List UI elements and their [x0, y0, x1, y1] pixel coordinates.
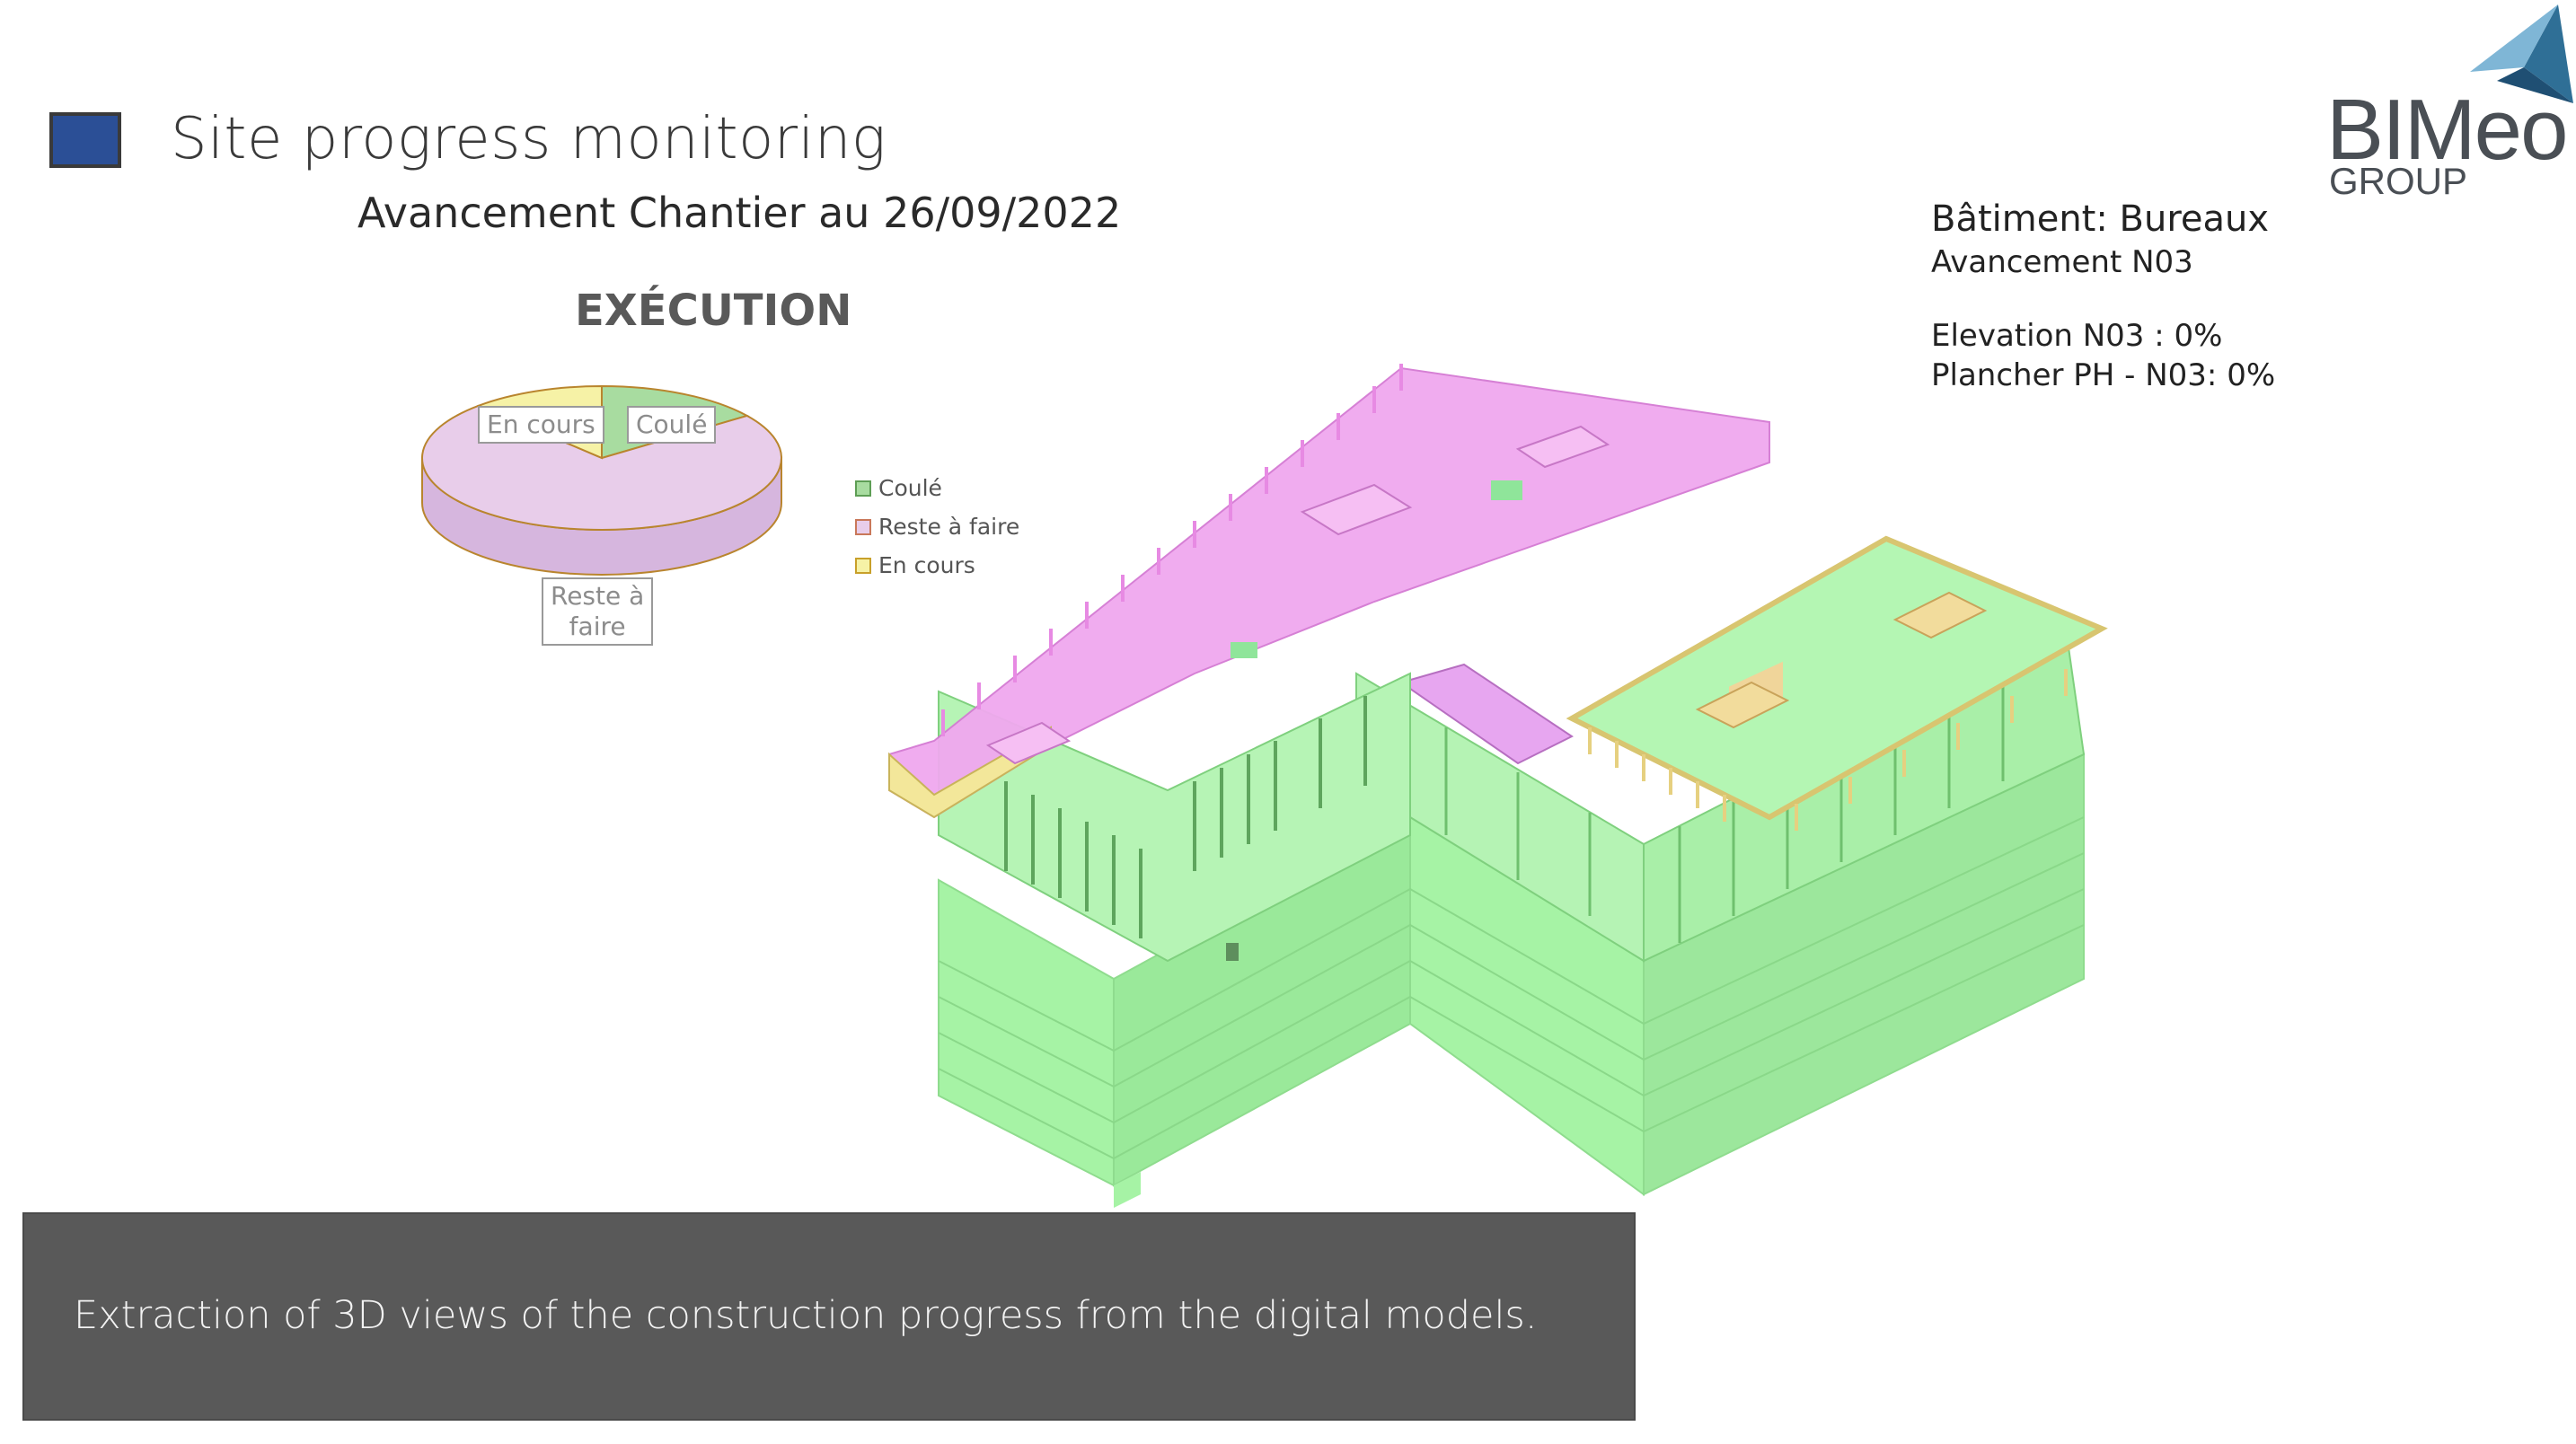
- logo-name: BIMeo: [2326, 82, 2568, 178]
- building-name: Bâtiment: Bureaux: [1931, 198, 2270, 240]
- building-info: Bâtiment: Bureaux Avancement N03 Elevati…: [1931, 196, 2275, 395]
- legend-item-reste-a-faire: Reste à faire: [855, 507, 1019, 546]
- page-subtitle: Avancement Chantier au 26/09/2022: [357, 189, 1122, 237]
- legend-label-coule: Coulé: [878, 475, 942, 501]
- caption-text: Extraction of 3D views of the constructi…: [74, 1293, 1538, 1338]
- building-3d-model: [888, 364, 2108, 1208]
- legend-label-reste-a-faire: Reste à faire: [878, 514, 1020, 540]
- pie-data-label-en-cours: En cours: [478, 406, 604, 444]
- slab-progress: Plancher PH - N03: 0%: [1931, 357, 2276, 393]
- legend-swatch-coule: [855, 480, 871, 497]
- caption-box: Extraction of 3D views of the constructi…: [22, 1212, 1636, 1421]
- legend-label-en-cours: En cours: [878, 552, 975, 578]
- legend-item-en-cours: En cours: [855, 546, 1019, 585]
- progress-level: Avancement N03: [1931, 244, 2193, 280]
- chart-title: EXÉCUTION: [575, 286, 852, 336]
- title-color-square: [49, 112, 121, 168]
- floor-lines: [938, 816, 2085, 1160]
- chart-legend: Coulé Reste à faire En cours: [855, 469, 1019, 585]
- bimeo-logo-icon: [2470, 4, 2573, 103]
- pie-data-label-reste-a-faire: Reste à faire: [542, 577, 654, 646]
- legend-swatch-reste-a-faire: [855, 518, 871, 535]
- logo-group: GROUP: [2329, 160, 2468, 202]
- page-title: Site progress monitoring: [171, 106, 887, 172]
- left-wing-front-face: [938, 878, 1115, 1187]
- connecting-bridge: [1398, 663, 1574, 765]
- elevation-progress: Elevation N03 : 0%: [1931, 318, 2223, 354]
- legend-swatch-en-cours: [855, 557, 871, 574]
- legend-item-coule: Coulé: [855, 469, 1019, 507]
- left-roof-fins: [941, 364, 1403, 736]
- pie-data-label-coule: Coulé: [627, 406, 717, 444]
- right-roof-fins: [1588, 669, 2068, 831]
